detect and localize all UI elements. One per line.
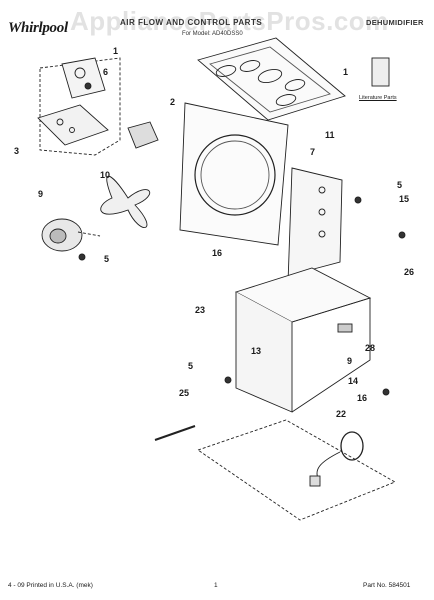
callout-25: 25 — [179, 388, 190, 398]
callout-26: 26 — [404, 267, 415, 277]
screw-14 — [382, 388, 390, 396]
literature-label: Literature Parts — [359, 95, 397, 101]
callout-2: 2 — [170, 97, 176, 107]
chassis-slot — [337, 323, 353, 333]
callout-10: 9 — [38, 189, 44, 199]
callout-22: 22 — [336, 409, 347, 419]
screw-27 — [398, 231, 406, 239]
callout-1: 1 — [343, 67, 349, 77]
callout-14: 14 — [348, 376, 359, 386]
watermark-text: AppliancePartsPros.com — [70, 6, 389, 36]
screw-5-motor — [78, 253, 86, 261]
print-info: 4 - 09 Printed in U.S.A. (mek) — [8, 582, 93, 589]
callout-27: 15 — [399, 194, 410, 204]
callout-23: 23 — [195, 305, 206, 315]
page-number: 1 — [214, 582, 218, 589]
brand-logo: Whirlpool — [8, 20, 68, 36]
screw-5-side — [224, 376, 232, 384]
callout-28: 28 — [365, 343, 376, 353]
screw-5-top — [354, 196, 362, 204]
top-grille — [197, 37, 346, 121]
fan-shroud — [179, 102, 289, 246]
page-title: AIR FLOW AND CONTROL PARTS — [120, 18, 263, 27]
product-type: DEHUMIDIFIER — [366, 18, 424, 27]
power-cord — [340, 431, 364, 461]
callout-15: 16 — [357, 393, 368, 403]
callout-16: 16 — [212, 248, 223, 258]
control-housing-outline — [39, 57, 121, 156]
callout-11: 10 — [100, 170, 111, 180]
model-subtitle: For Model: AD40DSS0 — [182, 31, 243, 37]
callout-5-motor: 5 — [104, 254, 110, 264]
part-number: Part No. 584501 — [363, 582, 411, 589]
knob-housing — [61, 57, 106, 99]
fan-blade — [100, 175, 151, 228]
callout-3: 3 — [14, 146, 20, 156]
long-screw — [154, 425, 196, 441]
bottom-tray — [197, 419, 397, 521]
relay-part — [127, 121, 159, 149]
callout-6: 6 — [103, 67, 109, 77]
callout-9: 9 — [347, 356, 353, 366]
callout-13: 13 — [251, 346, 262, 356]
control-board — [37, 104, 109, 146]
callout-5-top: 5 — [397, 180, 403, 190]
callout-7: 7 — [310, 147, 316, 157]
callout-5-side: 5 — [188, 361, 194, 371]
mounting-bracket — [287, 167, 343, 284]
callout-12: 11 — [325, 130, 335, 140]
callout-4: 1 — [113, 46, 119, 56]
literature-booklet — [371, 57, 390, 87]
